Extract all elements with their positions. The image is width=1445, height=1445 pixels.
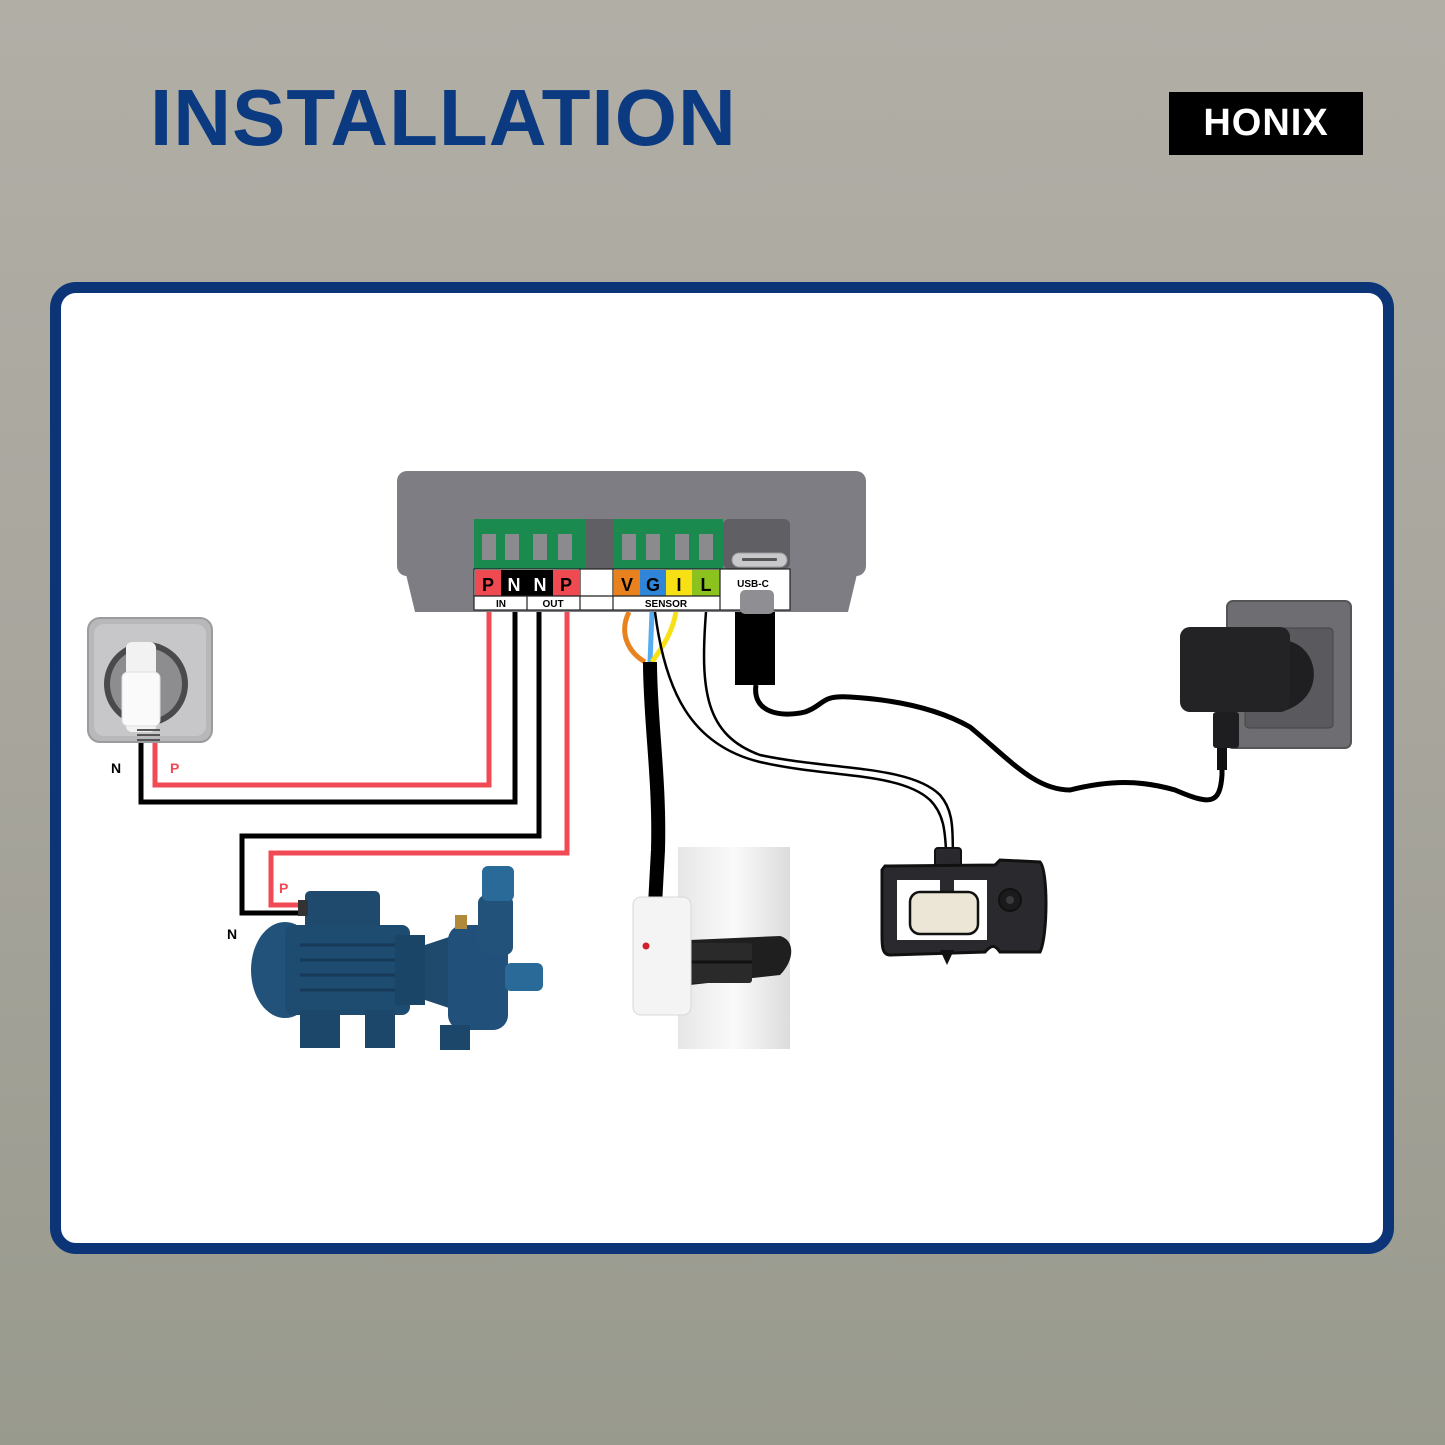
pump-n-label: N bbox=[227, 926, 237, 942]
outlet-n-label: N bbox=[111, 760, 121, 776]
usb-cable bbox=[735, 612, 1225, 803]
outlet-p-label: P bbox=[170, 760, 179, 776]
group-out-label: OUT bbox=[542, 599, 563, 610]
sensor-wires bbox=[622, 610, 955, 906]
page-title: INSTALLATION bbox=[150, 73, 737, 162]
brand-logo: HONIX bbox=[1169, 92, 1363, 155]
terminal-n-in: N bbox=[508, 575, 521, 595]
terminal-v: V bbox=[621, 575, 633, 595]
terminal-l: L bbox=[701, 575, 712, 595]
terminal-labels bbox=[474, 569, 774, 614]
diagram-frame bbox=[50, 282, 1394, 1254]
terminal-g: G bbox=[646, 575, 660, 595]
pipe-flow-sensor-icon bbox=[632, 847, 792, 1049]
terminal-p-out: P bbox=[560, 575, 572, 595]
terminal-p-in: P bbox=[482, 575, 494, 595]
wire-out-neutral bbox=[239, 612, 542, 916]
wire-out-phase bbox=[268, 612, 570, 908]
wire-in-neutral bbox=[138, 612, 518, 805]
wire-in-phase bbox=[152, 612, 492, 788]
group-sensor-label: SENSOR bbox=[645, 599, 688, 610]
usb-charger-icon bbox=[1180, 600, 1352, 770]
terminal-n-out: N bbox=[534, 575, 547, 595]
group-usb-label: USB-C bbox=[737, 579, 769, 590]
terminal-i: I bbox=[676, 575, 681, 595]
float-sensor-icon bbox=[880, 847, 1048, 965]
pump-p-label: P bbox=[279, 880, 288, 896]
wall-outlet-icon bbox=[87, 617, 213, 743]
group-in-label: IN bbox=[496, 599, 506, 610]
water-pump-icon bbox=[251, 866, 543, 1050]
